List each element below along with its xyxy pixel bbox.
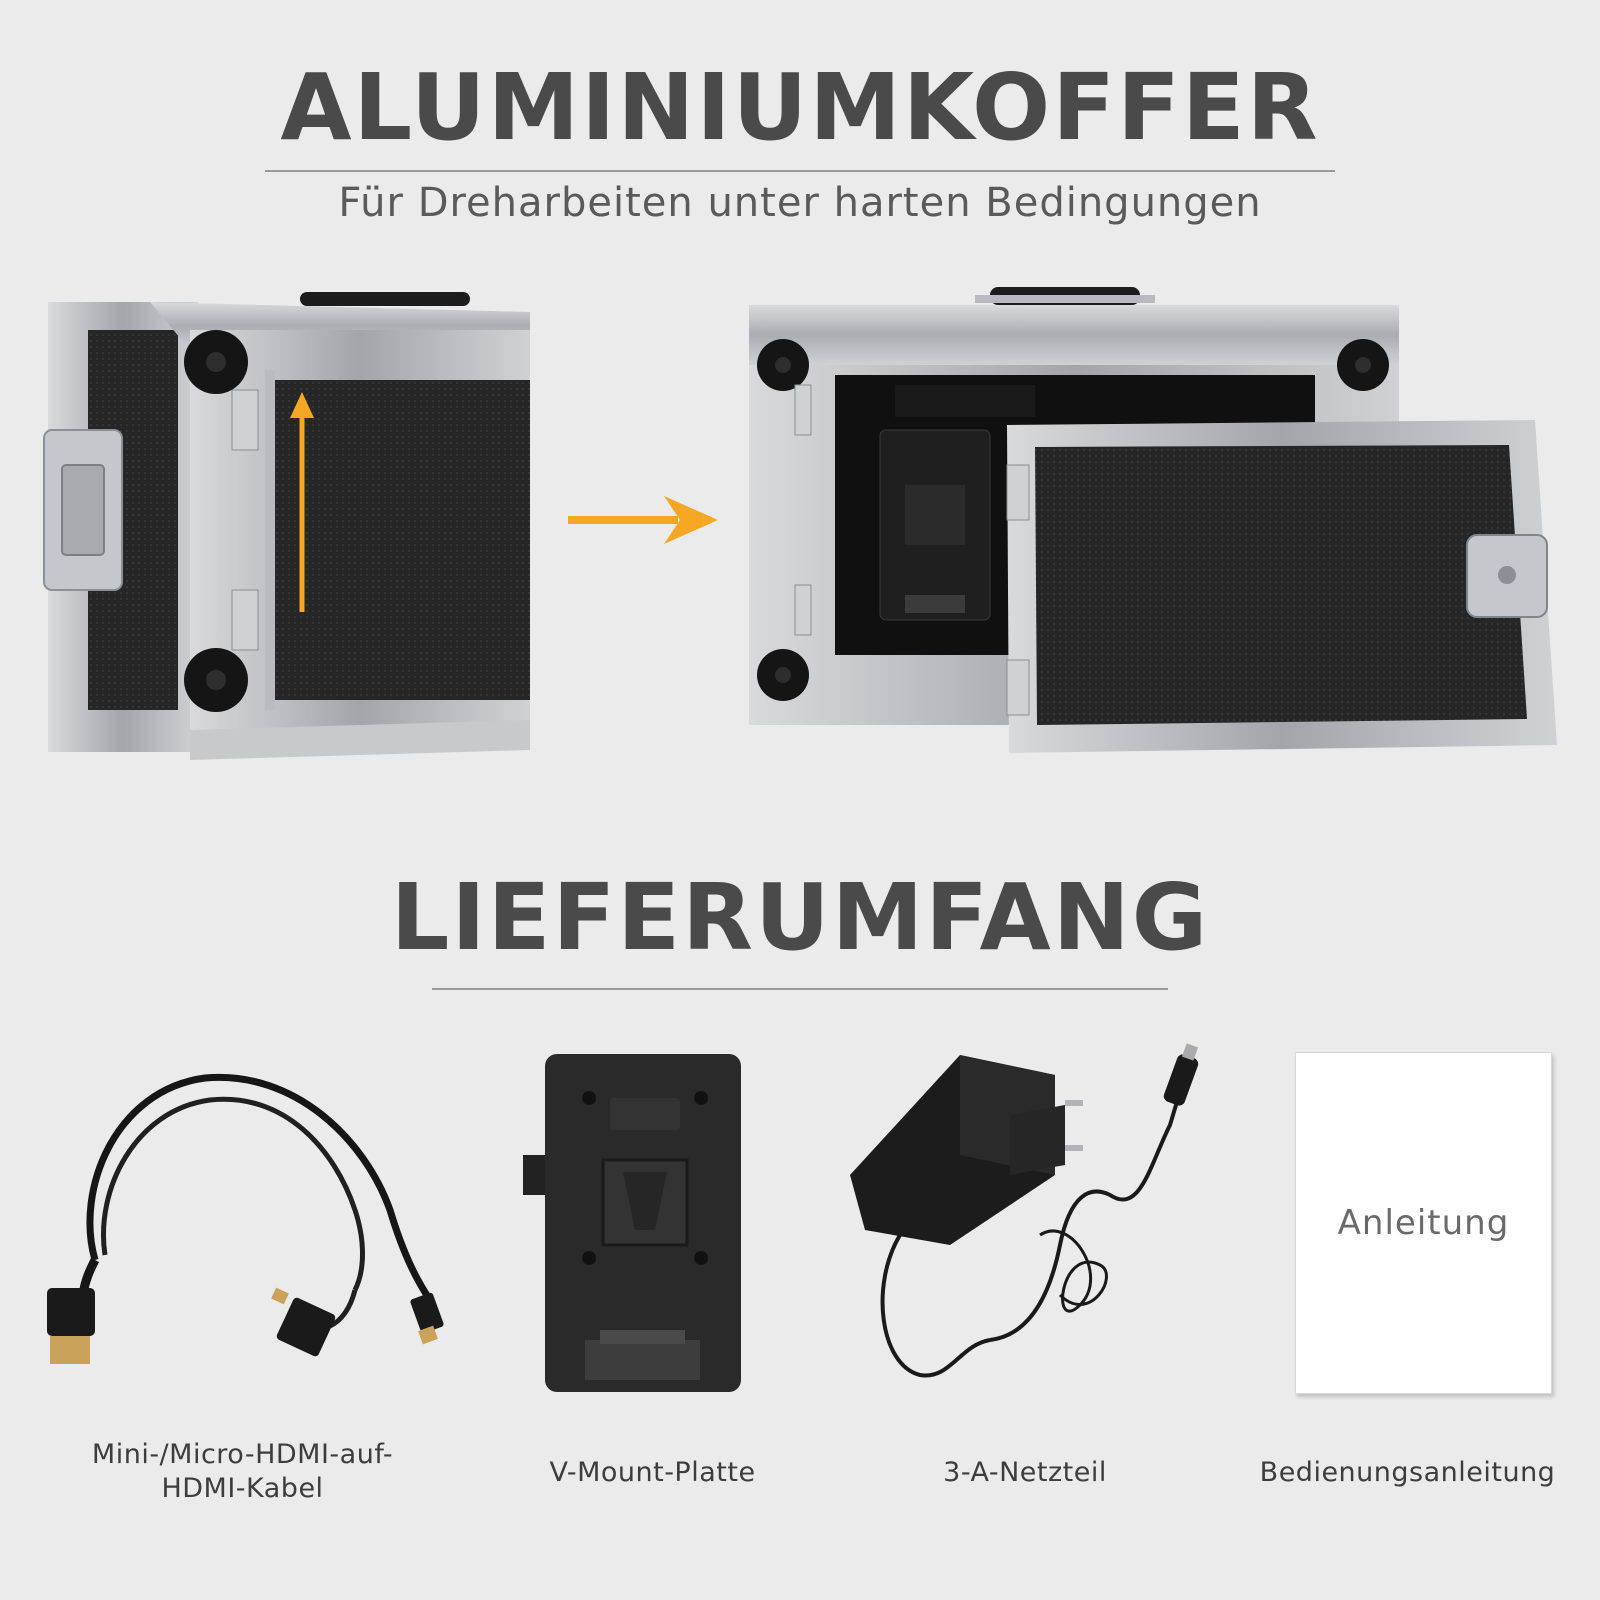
section-divider <box>432 988 1168 990</box>
power-supply-photo <box>850 1043 1199 1378</box>
hdmi-cable-photo <box>47 1073 444 1364</box>
section-title: LIEFERUMFANG <box>390 864 1210 971</box>
right-arrow-icon <box>568 496 718 544</box>
manual-card-label: Anleitung <box>1337 1203 1510 1243</box>
page-subtitle: Für Dreharbeiten unter harten Bedingunge… <box>338 180 1262 226</box>
item-caption-hdmi-cable: Mini-/Micro-HDMI-auf- HDMI-Kabel <box>40 1438 445 1506</box>
case-photo-open <box>749 287 1557 753</box>
item-caption-hdmi-cable-line2: HDMI-Kabel <box>161 1473 324 1504</box>
page-title: ALUMINIUMKOFFER <box>280 54 1320 161</box>
item-caption-power-supply: 3-A-Netzteil <box>943 1457 1107 1488</box>
manual-card: Anleitung <box>1295 1052 1552 1394</box>
item-caption-v-mount-plate: V-Mount-Platte <box>549 1457 756 1488</box>
up-arrow-icon <box>290 392 314 612</box>
title-divider <box>265 170 1335 172</box>
item-caption-manual: Bedienungsanleitung <box>1259 1457 1556 1488</box>
case-photo-closed <box>43 292 530 760</box>
item-caption-hdmi-cable-line1: Mini-/Micro-HDMI-auf- <box>91 1439 394 1470</box>
v-mount-plate-photo <box>523 1054 741 1392</box>
